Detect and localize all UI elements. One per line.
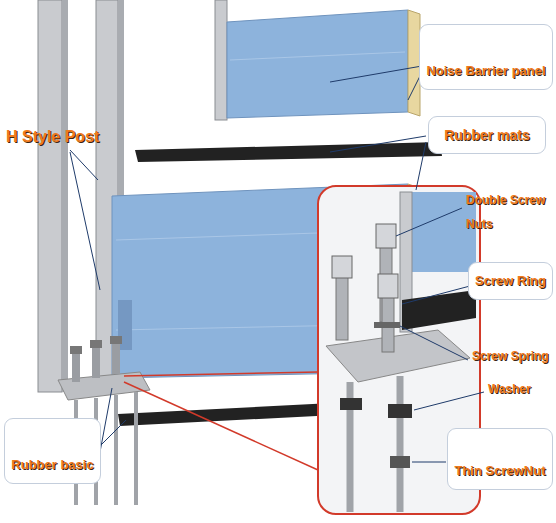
h-post bbox=[215, 0, 227, 120]
base-plate bbox=[92, 344, 100, 378]
noise-barrier-panel bbox=[230, 52, 405, 60]
leader-line bbox=[402, 286, 470, 304]
base-plate bbox=[70, 346, 82, 354]
callout-box: Rubber mats bbox=[428, 116, 546, 154]
leader-line bbox=[412, 462, 446, 463]
leader-line bbox=[400, 326, 468, 360]
callout-box: Noise Barrier panel bbox=[419, 24, 553, 90]
part-name: Rubber basic bbox=[11, 458, 93, 473]
detail-inset bbox=[340, 398, 362, 410]
part-name: Washer bbox=[488, 383, 531, 397]
base-plate bbox=[110, 336, 122, 344]
part-name: Double Screw Nuts bbox=[466, 188, 552, 236]
base-plate bbox=[72, 350, 80, 382]
leader-line bbox=[70, 152, 100, 290]
h-post bbox=[38, 0, 62, 392]
detail-inset bbox=[374, 322, 400, 328]
leader-line bbox=[100, 388, 112, 452]
noise-barrier-panel bbox=[227, 10, 408, 118]
leader-line bbox=[414, 392, 484, 410]
detail-inset bbox=[390, 456, 410, 468]
callout-box: Rubber basic bbox=[4, 418, 101, 484]
base-plate bbox=[114, 395, 118, 505]
detail-inset bbox=[332, 256, 352, 278]
detail-link-line bbox=[124, 382, 318, 470]
part-name: Screw Ring bbox=[475, 274, 546, 289]
part-name: Noise Barrier panel bbox=[426, 64, 545, 79]
callout-box: Thin ScrewNut bbox=[447, 428, 553, 490]
detail-link-line bbox=[124, 372, 318, 376]
detail-inset bbox=[376, 224, 396, 248]
leader-line bbox=[396, 208, 462, 236]
callout-box: Screw Ring bbox=[468, 262, 553, 300]
detail-inset bbox=[402, 290, 476, 330]
detail-inset bbox=[388, 404, 412, 418]
base-plate bbox=[134, 392, 138, 505]
detail-link-line bbox=[124, 372, 318, 470]
leader-line bbox=[70, 66, 484, 462]
base-plate bbox=[112, 340, 120, 374]
part-name: Thin ScrewNut bbox=[454, 464, 545, 479]
detail-inset bbox=[378, 274, 398, 298]
detail-inset bbox=[397, 376, 404, 512]
base-plate bbox=[90, 340, 102, 348]
part-name: Rubber mats bbox=[444, 127, 530, 143]
leader-line bbox=[70, 150, 98, 180]
part-name: Screw Spring bbox=[472, 350, 549, 364]
leader-line bbox=[330, 136, 426, 152]
leader-line bbox=[330, 66, 422, 82]
rubber-mat bbox=[135, 142, 442, 162]
part-name: H Style Post bbox=[6, 128, 99, 146]
h-post bbox=[62, 0, 68, 392]
leader-line bbox=[416, 142, 426, 190]
